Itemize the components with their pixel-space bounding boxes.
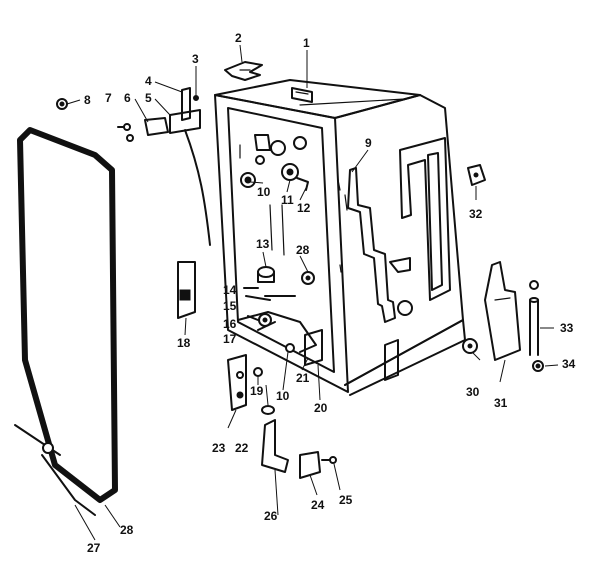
rod-33 — [529, 280, 544, 372]
callout-6: 6 — [124, 91, 131, 105]
callout-10-upper: 10 — [257, 185, 271, 199]
callout-21: 21 — [296, 371, 310, 385]
callout-2: 2 — [235, 31, 242, 45]
callout-13: 13 — [256, 237, 270, 251]
callout-3: 3 — [192, 52, 199, 66]
callout-24: 24 — [311, 498, 325, 512]
washer-30 — [462, 338, 478, 354]
callout-30: 30 — [466, 385, 480, 399]
hinge-bracket-assembly — [117, 87, 211, 246]
callout-22: 22 — [235, 441, 249, 455]
callout-10-lower: 10 — [276, 389, 290, 403]
callout-32: 32 — [469, 207, 483, 221]
spray-arm-parts — [243, 287, 272, 327]
parts-20-21 — [285, 329, 323, 366]
callout-19: 19 — [250, 384, 264, 398]
parts-19-22 — [253, 367, 275, 415]
nut-part-8 — [56, 98, 68, 110]
callout-1: 1 — [303, 36, 310, 50]
callout-17: 17 — [223, 332, 237, 346]
callout-20: 20 — [314, 401, 328, 415]
callout-labels: 1 2 3 4 5 6 7 8 9 10 11 12 13 14 15 16 1… — [84, 31, 576, 555]
water-softener-cap — [257, 266, 275, 283]
callout-16: 16 — [223, 317, 237, 331]
callout-4: 4 — [145, 74, 152, 88]
lower-hinge-parts — [261, 419, 337, 479]
callout-12: 12 — [297, 201, 311, 215]
callout-9: 9 — [365, 136, 372, 150]
bracket-23 — [227, 354, 247, 411]
callout-15: 15 — [223, 299, 237, 313]
callout-7: 7 — [105, 91, 112, 105]
fill-valve-parts — [240, 155, 309, 191]
callout-11: 11 — [281, 193, 294, 207]
callout-18: 18 — [177, 336, 191, 350]
callout-8: 8 — [84, 93, 91, 107]
clip-32 — [467, 164, 486, 186]
tub-assembly — [214, 79, 466, 396]
door-gasket — [14, 127, 118, 516]
callout-26: 26 — [264, 509, 278, 523]
callout-14: 14 — [223, 283, 237, 297]
callout-25: 25 — [339, 493, 353, 507]
leader-lines — [66, 44, 559, 541]
bracket-18 — [177, 261, 196, 319]
wheel-28 — [301, 271, 315, 285]
callout-23: 23 — [212, 441, 226, 455]
callout-31: 31 — [494, 396, 508, 410]
hinge-arm-31 — [484, 261, 521, 361]
callout-34: 34 — [562, 357, 576, 371]
clip-part-2 — [224, 61, 263, 81]
callout-28-upper: 28 — [296, 243, 310, 257]
callout-27: 27 — [87, 541, 101, 555]
callout-28-lower: 28 — [120, 523, 134, 537]
callout-33: 33 — [560, 321, 574, 335]
callout-5: 5 — [145, 91, 152, 105]
